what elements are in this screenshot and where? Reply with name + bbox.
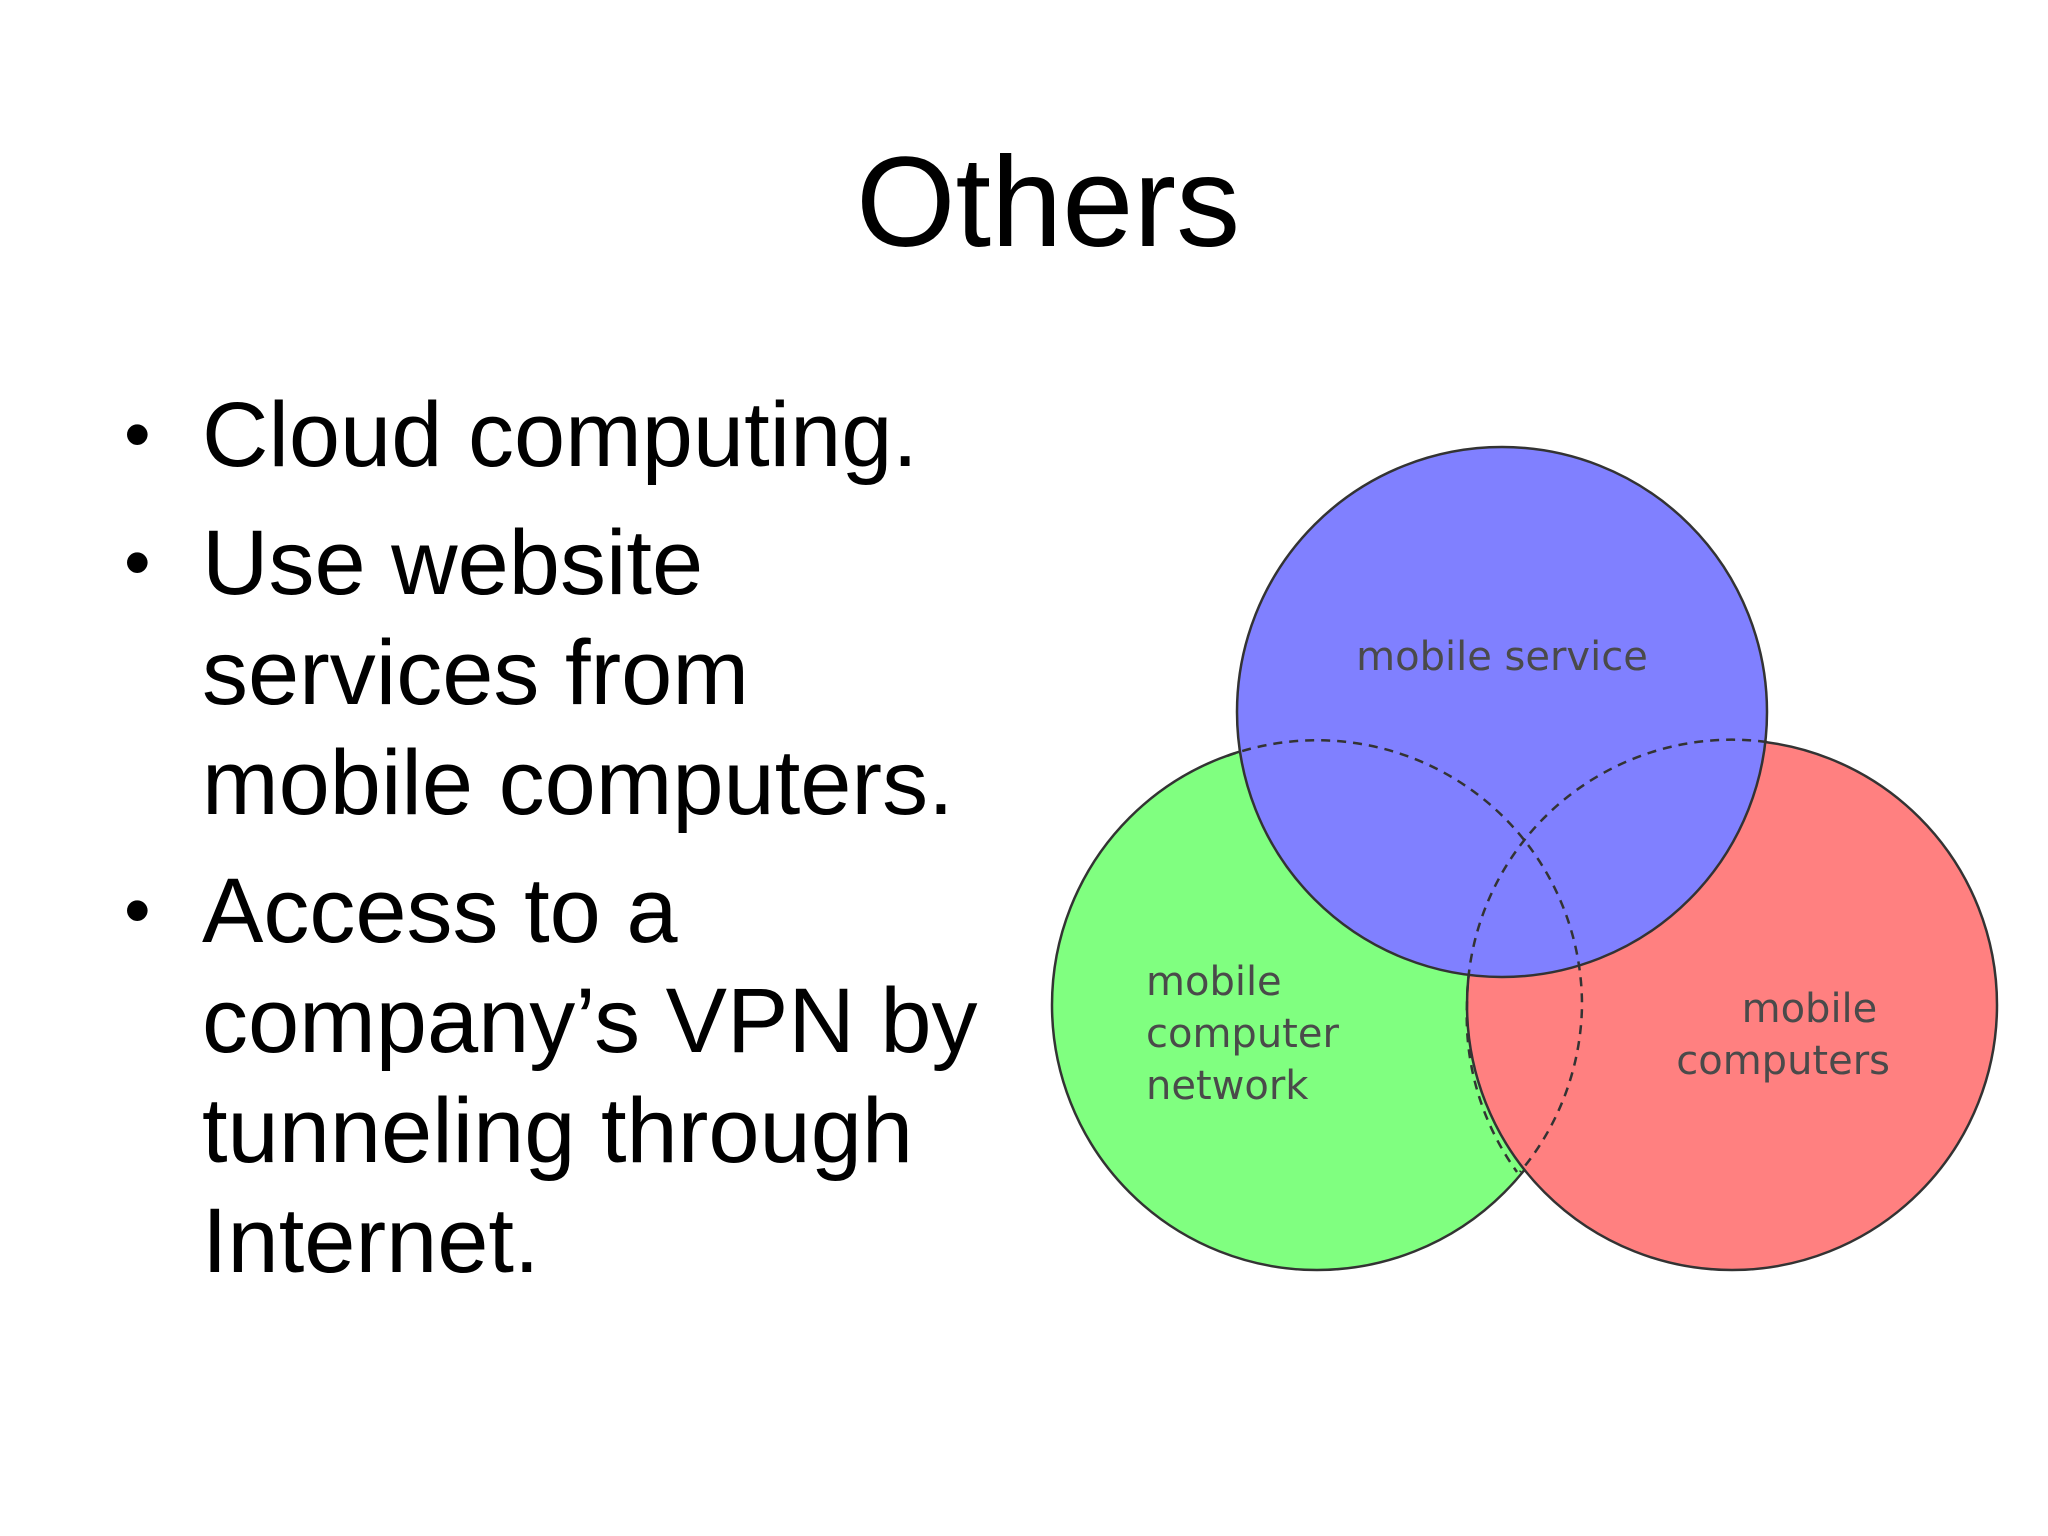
bullet-item: • Cloud computing.	[118, 380, 1048, 490]
bullet-line: Internet.	[202, 1190, 540, 1292]
bullet-line: company’s VPN by	[202, 970, 978, 1072]
venn-label-line: computers	[1676, 1038, 1890, 1084]
bullet-list: • Cloud computing. • Use website service…	[118, 380, 1048, 1314]
venn-dashed-arc-green	[1226, 739, 1584, 1173]
venn-label-mobile-computer-network: mobile computer network	[1146, 959, 1352, 1109]
venn-label-line: network	[1146, 1063, 1309, 1109]
bullet-line: tunneling through	[202, 1080, 914, 1182]
bullet-dot-icon: •	[124, 868, 151, 953]
bullet-dot-icon: •	[124, 392, 151, 477]
bullet-line: Cloud computing.	[202, 384, 918, 486]
venn-label-line: computer	[1146, 1011, 1339, 1057]
bullet-dot-icon: •	[124, 520, 151, 605]
bullet-item: • Access to a company’s VPN by tunneling…	[118, 856, 1048, 1296]
venn-label-line: mobile	[1742, 986, 1878, 1032]
venn-label-line: mobile service	[1356, 634, 1648, 680]
bullet-line: services from	[202, 622, 749, 724]
venn-label-mobile-computers: mobile computers	[1676, 986, 1890, 1084]
bullet-line: Access to a	[202, 860, 678, 962]
bullet-line: Use website	[202, 512, 704, 614]
venn-dashed-arc-red	[1465, 738, 1768, 1173]
venn-label-mobile-service: mobile service	[1356, 634, 1648, 680]
bullet-item: • Use website services from mobile compu…	[118, 508, 1048, 838]
venn-label-line: mobile	[1146, 959, 1282, 1005]
bullet-line: mobile computers.	[202, 732, 954, 834]
venn-circle-blue	[1235, 445, 1769, 979]
slide-title: Others	[855, 131, 1241, 274]
venn-diagram: mobile service mobile computer network m…	[1050, 445, 1999, 1272]
